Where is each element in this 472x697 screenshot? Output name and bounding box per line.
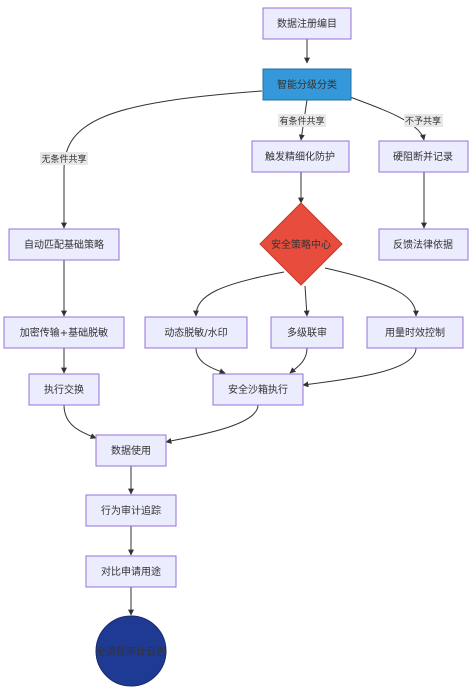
node-multi-review[interactable]: 多级联审 bbox=[270, 316, 344, 349]
node-catalog[interactable]: 数据注册编目 bbox=[262, 7, 352, 40]
edge-classify-auto bbox=[61, 90, 263, 229]
node-usage-limit[interactable]: 用量时效控制 bbox=[366, 316, 464, 349]
node-auto-match[interactable]: 自动匹配基础策略 bbox=[8, 228, 120, 261]
svg-text:数据使用: 数据使用 bbox=[111, 444, 151, 457]
svg-text:行为审计追踪: 行为审计追踪 bbox=[101, 504, 161, 517]
svg-text:数据注册编目: 数据注册编目 bbox=[277, 17, 337, 30]
edge-usage-sandbox bbox=[302, 347, 417, 388]
node-legal[interactable]: 反馈法律依据 bbox=[378, 228, 469, 261]
edge-exchange-use bbox=[63, 404, 97, 439]
node-exchange[interactable]: 执行交换 bbox=[28, 373, 100, 406]
node-classify[interactable]: 智能分级分类 bbox=[262, 68, 352, 101]
svg-text:安全策略中心: 安全策略中心 bbox=[271, 238, 331, 251]
node-protect[interactable]: 触发精细化防护 bbox=[251, 140, 350, 173]
node-policy-center[interactable]: 安全策略中心 bbox=[259, 202, 343, 286]
svg-text:执行交换: 执行交换 bbox=[44, 383, 84, 396]
node-compare[interactable]: 对比申请用途 bbox=[85, 555, 177, 588]
edge-center-dynamic bbox=[193, 271, 285, 317]
svg-text:对比申请用途: 对比申请用途 bbox=[101, 565, 161, 578]
edge-dynamic-sandbox bbox=[195, 347, 226, 375]
edge-classify-block bbox=[349, 96, 426, 141]
svg-text:全流程审计日志: 全流程审计日志 bbox=[96, 645, 166, 658]
svg-text:多级联审: 多级联审 bbox=[287, 326, 327, 339]
node-encrypt[interactable]: 加密传输+基础脱敏 bbox=[3, 316, 125, 349]
edge-center-multi bbox=[303, 285, 310, 317]
node-sandbox[interactable]: 安全沙箱执行 bbox=[212, 373, 304, 406]
svg-text:有条件共享: 有条件共享 bbox=[279, 115, 324, 127]
svg-text:加密传输+基础脱敏: 加密传输+基础脱敏 bbox=[20, 326, 108, 339]
edge-label-no-share: 不予共享 bbox=[404, 114, 443, 127]
node-log[interactable]: 全流程审计日志 bbox=[95, 615, 167, 687]
node-audit[interactable]: 行为审计追踪 bbox=[85, 494, 177, 527]
svg-text:反馈法律依据: 反馈法律依据 bbox=[393, 238, 453, 251]
node-dynamic-mask[interactable]: 动态脱敏/水印 bbox=[144, 316, 248, 349]
svg-text:不予共享: 不予共享 bbox=[405, 115, 441, 127]
edge-label-conditional: 有条件共享 bbox=[278, 114, 326, 127]
svg-text:智能分级分类: 智能分级分类 bbox=[277, 78, 337, 91]
svg-text:安全沙箱执行: 安全沙箱执行 bbox=[228, 383, 288, 396]
edge-center-usage bbox=[324, 267, 419, 317]
edges bbox=[61, 39, 427, 616]
edge-multi-sandbox bbox=[289, 347, 308, 374]
svg-text:动态脱敏/水印: 动态脱敏/水印 bbox=[164, 326, 227, 339]
node-use[interactable]: 数据使用 bbox=[95, 434, 167, 467]
edge-label-unconditional: 无条件共享 bbox=[40, 152, 88, 165]
edge-sandbox-use bbox=[165, 404, 259, 444]
svg-text:硬阻断并记录: 硬阻断并记录 bbox=[393, 150, 453, 163]
svg-text:触发精细化防护: 触发精细化防护 bbox=[265, 150, 335, 163]
svg-text:无条件共享: 无条件共享 bbox=[41, 153, 86, 165]
svg-text:用量时效控制: 用量时效控制 bbox=[385, 326, 445, 339]
svg-text:自动匹配基础策略: 自动匹配基础策略 bbox=[24, 238, 104, 251]
node-block[interactable]: 硬阻断并记录 bbox=[378, 140, 469, 173]
